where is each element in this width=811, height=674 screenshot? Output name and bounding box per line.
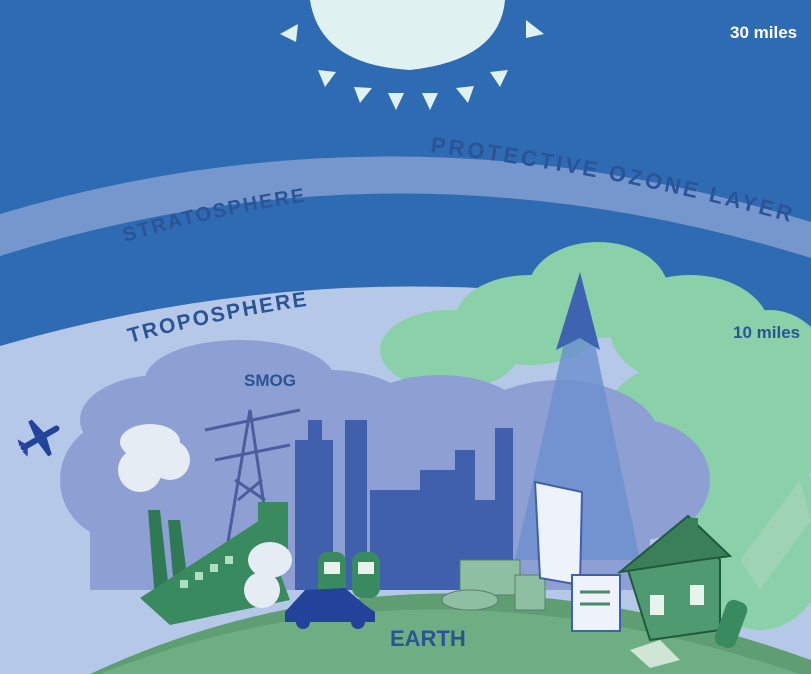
- factory-smoke: [118, 424, 292, 608]
- top-altitude-label: 30 miles: [730, 23, 797, 42]
- mid-altitude-label: 10 miles: [733, 323, 800, 342]
- earth-label: EARTH: [390, 626, 466, 651]
- refrigerator-icon: [533, 480, 584, 587]
- house-icon: [616, 514, 733, 668]
- printer-icon: [571, 574, 621, 632]
- airplane-icon: [17, 419, 60, 457]
- aerosol-can-icon: [714, 480, 811, 649]
- green-pollution-cloud: [380, 242, 811, 630]
- truck-icon: [441, 559, 546, 611]
- sun-icon: [280, 0, 544, 110]
- car-icon: [285, 588, 375, 629]
- gas-pumps-icon: [318, 552, 380, 598]
- beam-arrowhead: [556, 272, 600, 350]
- ozone-layer-band: [0, 156, 811, 258]
- smog-label: SMOG: [244, 371, 296, 390]
